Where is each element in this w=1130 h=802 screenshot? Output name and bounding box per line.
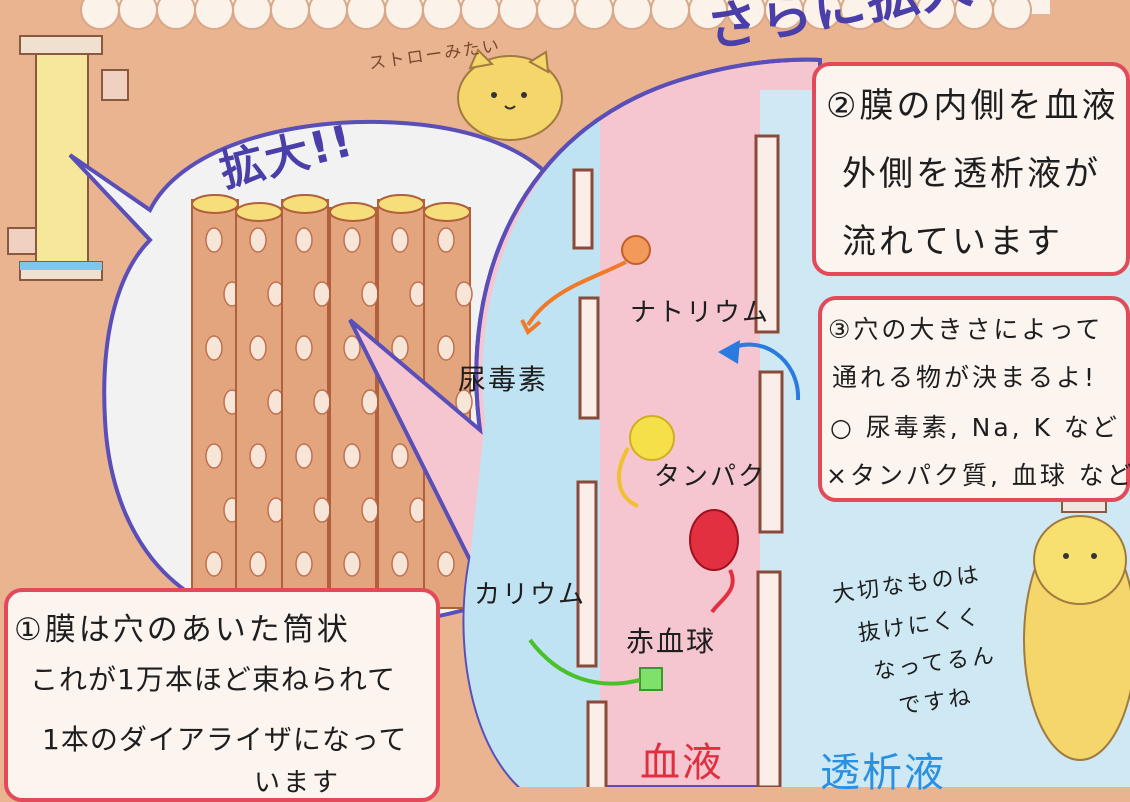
membrane-segment — [754, 134, 780, 334]
sodium-label: ナトリウム — [630, 298, 771, 328]
scallop — [118, 0, 158, 30]
dialysate-label: 透析液 — [820, 750, 946, 796]
scallop — [536, 0, 576, 30]
membrane-structure-note: ①膜は穴のあいた筒状 これが1万本ほど束ねられて 1本のダイアライザになって い… — [4, 588, 440, 802]
scalloped-border — [80, 0, 1050, 30]
box2-line-2: 外側を透析液が — [842, 154, 1101, 194]
scallop — [422, 0, 462, 30]
scallop — [270, 0, 310, 30]
membrane-segment — [586, 700, 608, 787]
box3-line-2: 通れる物が決まるよ! — [832, 363, 1098, 392]
protein-particle — [617, 415, 675, 508]
urea-label: 尿毒素 — [458, 363, 549, 396]
tube — [329, 202, 379, 609]
membrane-segment — [756, 570, 782, 787]
cat-peek-icon — [457, 48, 563, 141]
box1-line-1: ①膜は穴のあいた筒状 — [14, 612, 351, 648]
membrane-segment — [576, 480, 598, 668]
scallop — [384, 0, 424, 30]
tube — [235, 202, 285, 609]
potassium-particle — [528, 638, 663, 691]
box3-line-4: ×タンパク質, 血球 など — [826, 461, 1130, 490]
dialyzer-icon — [7, 35, 129, 281]
membrane-segment — [572, 168, 594, 250]
box1-line-2: これが1万本ほど束ねられて — [30, 663, 396, 696]
membrane-segment — [578, 296, 600, 420]
membrane-segment — [758, 370, 784, 534]
box2-line-3: 流れています — [842, 222, 1063, 262]
rbc-label: 赤血球 — [626, 625, 717, 658]
blood-label: 血液 — [640, 740, 724, 786]
exchange-arrow — [718, 340, 801, 401]
tube-bundle — [191, 194, 473, 609]
scallop — [232, 0, 272, 30]
scallop — [498, 0, 538, 30]
membrane-flow-note: ②膜の内側を血液 外側を透析液が 流れています — [812, 62, 1130, 276]
scallop — [612, 0, 652, 30]
scallop — [460, 0, 500, 30]
scallop — [156, 0, 196, 30]
scallop — [346, 0, 386, 30]
membrane-walls — [572, 134, 784, 787]
protein-label: タンパク — [654, 462, 767, 492]
sodium-particle — [520, 235, 651, 336]
cat-note: 大切なものは 抜けにくく なってるん ですね — [830, 556, 1000, 727]
box1-line-4: います — [254, 768, 342, 798]
box1-line-3: 1本のダイアライザになって — [42, 723, 408, 756]
tube — [191, 194, 241, 601]
scallop — [650, 0, 690, 30]
box2-line-1: ②膜の内側を血液 — [826, 86, 1119, 126]
rbc-particle — [689, 509, 739, 614]
scallop — [80, 0, 120, 30]
tube — [281, 194, 331, 601]
dialysate-area-left — [464, 120, 600, 787]
scallop — [574, 0, 614, 30]
pore-size-note: ③穴の大きさによって 通れる物が決まるよ! ○ 尿毒素, Na, K など ×タ… — [818, 296, 1130, 502]
scallop — [194, 0, 234, 30]
scallop — [992, 0, 1032, 30]
box3-line-1: ③穴の大きさによって — [828, 315, 1104, 344]
box3-line-3: ○ 尿毒素, Na, K など — [830, 413, 1120, 442]
potassium-label: カリウム — [474, 580, 587, 610]
scallop — [308, 0, 348, 30]
